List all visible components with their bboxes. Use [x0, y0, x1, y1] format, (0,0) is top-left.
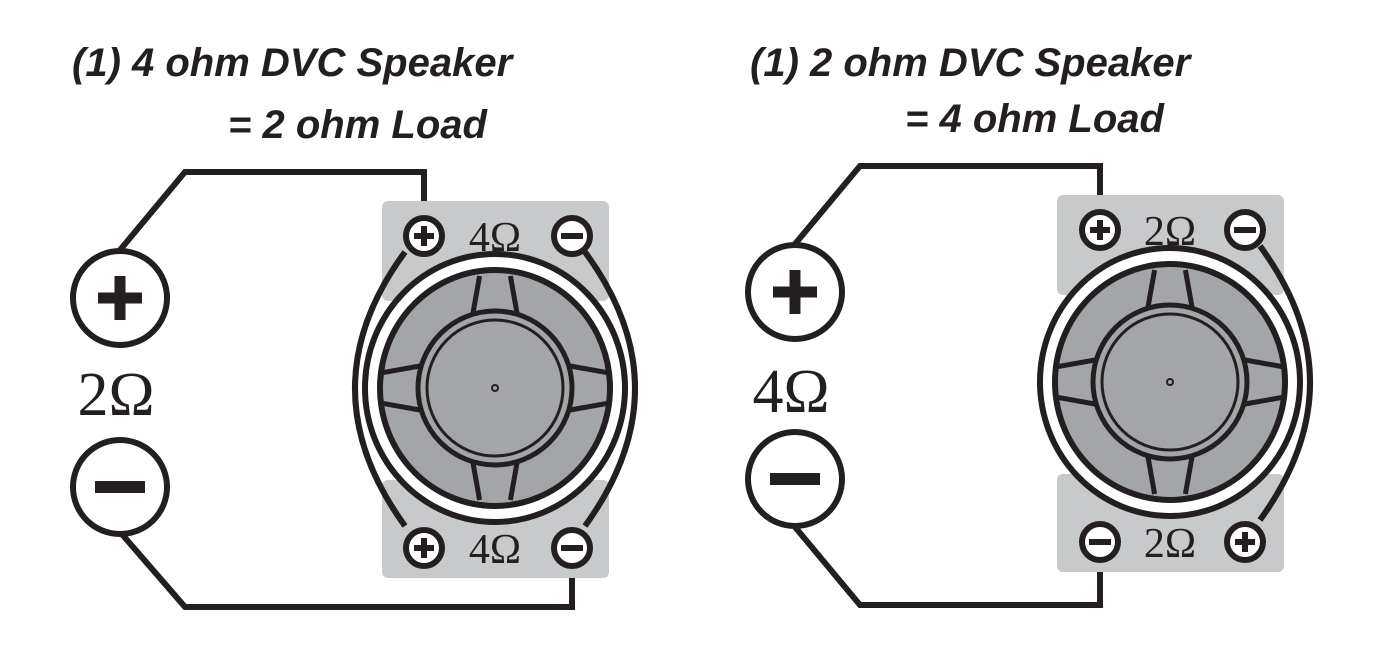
basket-spoke	[1244, 357, 1283, 407]
basket-spoke	[1145, 269, 1195, 308]
top-coil-label: 2Ω	[1144, 209, 1196, 255]
plus-icon	[98, 276, 142, 320]
left-title-line1: (1) 4 ohm DVC Speaker	[72, 41, 515, 85]
left-title-line2: = 2 ohm Load	[228, 103, 488, 147]
plus-icon	[1090, 220, 1110, 240]
basket-spoke	[569, 363, 608, 413]
right-title-line1: (1) 2 ohm DVC Speaker	[750, 41, 1193, 85]
coil-minus-terminal	[1224, 209, 1266, 251]
right-amp-terminals: 4Ω	[745, 242, 845, 529]
coil-plus-terminal	[403, 215, 445, 257]
bottom-coil-label: 2Ω	[1144, 521, 1196, 567]
coil-minus-terminal	[551, 527, 593, 569]
left-negative-wire	[117, 530, 575, 610]
dust-cap	[425, 318, 565, 458]
basket-spoke	[1057, 357, 1096, 407]
plus-icon	[414, 538, 434, 558]
basket-spoke	[382, 363, 421, 413]
plus-icon	[1235, 532, 1255, 552]
basket-spoke	[470, 462, 520, 501]
dust-cap	[1100, 312, 1240, 452]
coil-jumper-left	[352, 250, 408, 528]
coil-minus-terminal	[1079, 521, 1121, 563]
right-positive-wire	[792, 163, 1103, 246]
amp-impedance-label: 2Ω	[77, 361, 154, 429]
amp-impedance-label: 4Ω	[752, 358, 829, 426]
left-speaker: 4Ω 4Ω	[352, 201, 638, 578]
coil-plus-terminal	[1079, 209, 1121, 251]
center-dot	[1166, 378, 1174, 386]
left-amp-terminals: 2Ω	[70, 248, 170, 537]
left-positive-wire	[117, 169, 427, 252]
right-negative-wire	[792, 525, 1103, 608]
coil-jumper-right	[1257, 244, 1313, 522]
coil-jumper-right	[582, 250, 638, 528]
coil-plus-terminal	[1224, 521, 1266, 563]
center-dot	[491, 384, 499, 392]
bottom-coil-label: 4Ω	[469, 527, 521, 573]
top-coil-label: 4Ω	[469, 215, 521, 261]
basket-spoke	[1145, 456, 1195, 495]
coil-plus-terminal	[403, 527, 445, 569]
coil-minus-terminal	[551, 215, 593, 257]
basket-spoke	[470, 275, 520, 314]
plus-icon	[773, 270, 817, 314]
right-speaker: 2Ω 2Ω	[1037, 195, 1313, 572]
plus-icon	[414, 226, 434, 246]
right-title-line2: = 4 ohm Load	[905, 97, 1165, 141]
